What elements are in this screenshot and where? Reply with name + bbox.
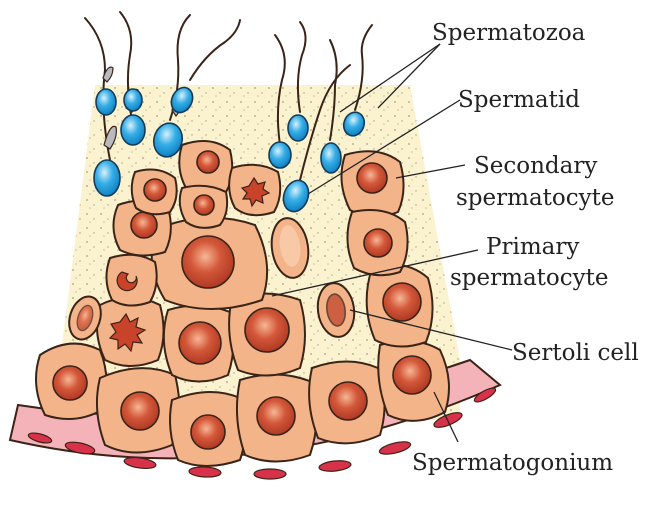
leader-secondary (395, 164, 466, 179)
label-spermatogonium: Spermatogonium (412, 450, 613, 476)
spermatogonium-cell (377, 340, 450, 422)
capillary (378, 441, 412, 455)
secondary-spermatocyte-cell (105, 253, 158, 307)
capillary (188, 466, 222, 478)
spermatogonium-cell (308, 360, 386, 445)
leader-spermatid (307, 99, 461, 195)
primary-spermatocytes (95, 216, 434, 383)
secondary-spermatocytes (105, 140, 409, 307)
secondary-spermatocyte-cell (340, 150, 405, 218)
leader-primary (271, 249, 479, 297)
capillary (64, 441, 96, 455)
leader-lines (271, 43, 513, 443)
label-spermatozoa: Spermatozoa (432, 20, 586, 46)
spermatogonium-cell (96, 367, 181, 454)
spermatogonium-cell (236, 373, 318, 463)
sperm (123, 88, 143, 112)
capillary (473, 387, 497, 403)
capillary (123, 456, 157, 470)
label-spermatid: Spermatid (458, 87, 580, 113)
leader-sertoli (349, 309, 513, 351)
sperm (170, 86, 194, 114)
primary-spermatocyte-cell (162, 304, 235, 383)
spermatogonia (35, 340, 450, 467)
sertoli-nucleus (326, 293, 346, 327)
label-primary-line1: Primary (486, 234, 579, 260)
capillary (27, 432, 53, 444)
sperm (268, 141, 292, 169)
capillary (318, 460, 352, 472)
label-primary-line2: spermatocyte (450, 265, 608, 291)
sertoli-cells (68, 282, 356, 341)
sperm (342, 111, 366, 137)
capillary (253, 468, 287, 480)
sperm (320, 142, 342, 174)
spermatogonium-cell (35, 342, 108, 420)
primary-spermatocyte-cell (95, 296, 165, 367)
primary-spermatocyte-cell (365, 263, 434, 348)
dividing-chromatin (108, 312, 147, 353)
leader-spermatozoa (339, 43, 441, 113)
spermatid-cell (270, 217, 310, 279)
sertoli-nucleus (76, 304, 94, 332)
sperm (93, 125, 121, 197)
leader-spermatogonium (433, 391, 459, 443)
label-secondary-line1: Secondary (474, 153, 597, 179)
secondary-spermatocyte-cell (178, 184, 229, 229)
spermatogonium-cell (169, 390, 246, 467)
primary-spermatocyte-cell (228, 292, 306, 377)
label-secondary-line2: spermatocyte (456, 185, 614, 211)
sperm (95, 66, 117, 116)
secondary-spermatocyte-cell (228, 163, 282, 217)
label-sertoli: Sertoli cell (512, 340, 639, 366)
secondary-spermatocyte-cell (346, 209, 409, 277)
labels: Spermatozoa Spermatid Secondary spermato… (412, 20, 639, 476)
sperm-heads (93, 66, 366, 213)
capillaries (27, 387, 497, 480)
primary-spermatocyte-cell (150, 216, 269, 310)
sperm (282, 179, 310, 213)
leader-spermatozoa-2 (377, 43, 441, 109)
sperm (287, 114, 309, 142)
secondary-spermatocyte-cell (130, 168, 178, 216)
